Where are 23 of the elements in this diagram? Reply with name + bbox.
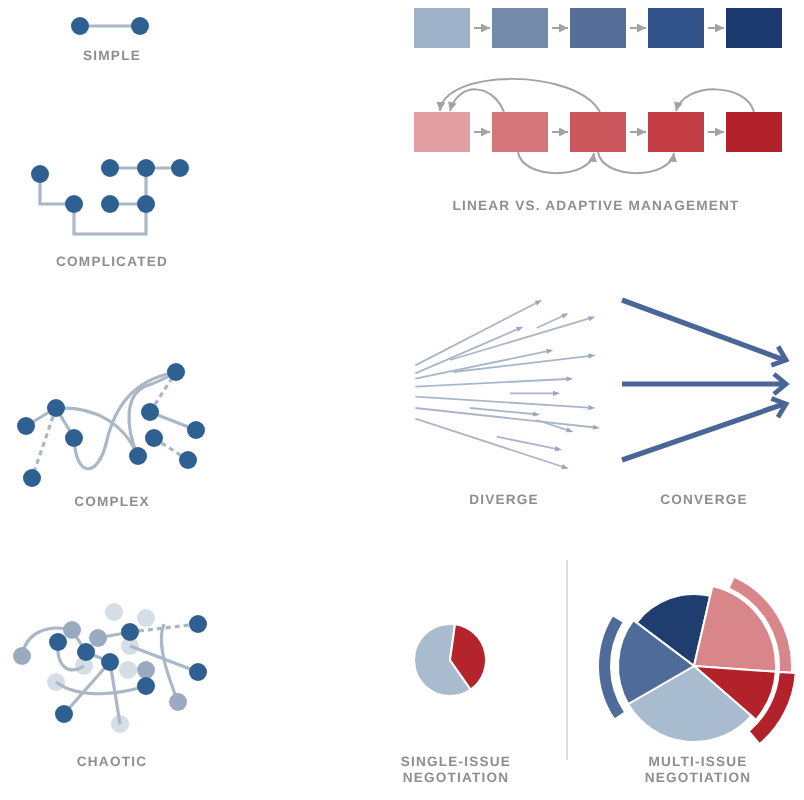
step-box [414,8,470,48]
step-box [570,8,626,48]
step-box [414,112,470,152]
step-box [726,8,782,48]
step-box [648,112,704,152]
step-box [648,8,704,48]
step-box [570,112,626,152]
arrow [551,23,569,33]
arrow [438,77,601,113]
step-box [726,112,782,152]
arrow [473,23,491,33]
arrow [629,23,647,33]
arrow [597,151,676,175]
arrow [675,88,755,113]
arrow [473,127,491,137]
arrow [707,23,725,33]
arrow [449,88,505,113]
arrow [517,151,596,175]
step-box [492,112,548,152]
step-box [492,8,548,48]
arrow [707,127,725,137]
arrow [629,127,647,137]
arrow [551,127,569,137]
